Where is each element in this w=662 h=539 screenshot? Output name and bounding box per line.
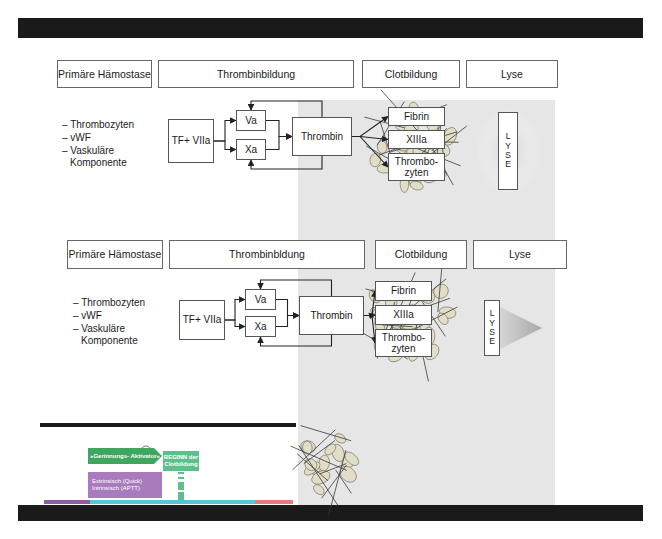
list-item: – Thrombozyten (73, 297, 169, 309)
flow-arrow (364, 291, 375, 316)
node-text: Thrombinbildung (217, 68, 295, 80)
timeline-purple (44, 500, 90, 504)
flow-arrow (364, 314, 375, 316)
node-text: Va (255, 294, 267, 306)
node-text: Extrinsisch (Quick) (92, 478, 142, 485)
timeline-cyan (90, 500, 255, 504)
flow-arrow (225, 300, 245, 321)
node-text: Thrombinbldung (229, 248, 305, 260)
node-text: Va (245, 115, 257, 127)
flow-arrow (214, 121, 236, 142)
list-item: – Vaskuläre Komponente (73, 323, 169, 346)
process-box: TF+ VIIa (168, 119, 214, 163)
node-text: XIIIa (406, 134, 427, 146)
list-item: – vWF (62, 132, 158, 144)
node-text: LYSE (488, 309, 497, 346)
node-text: Clotbildung (385, 68, 438, 80)
node-text: Fibrin (404, 111, 429, 123)
node-text: Xa (245, 144, 257, 156)
clot-illustration (291, 90, 467, 516)
process-box: Va (236, 110, 266, 131)
flow-arrow (276, 300, 299, 316)
process-box: Thrombin (292, 117, 352, 156)
node-text: Xa (254, 321, 266, 333)
flow-arrow (352, 137, 388, 168)
node-text: XIIIa (393, 309, 414, 321)
process-box: Xa (245, 316, 276, 337)
process-box: Fibrin (375, 281, 432, 301)
flow-arrow (225, 320, 245, 327)
node-text: Thrombin (310, 310, 352, 322)
node-text: Lyse (509, 248, 531, 260)
node-text: Clotbildung (395, 248, 448, 260)
process-box: XIIIa (375, 305, 432, 325)
start-box: BEGINN der Clotbildung (163, 451, 199, 471)
top-bar (18, 18, 643, 38)
timeline-pink (255, 500, 293, 504)
process-box: TF+ VIIa (179, 300, 225, 340)
phase-header: Clotbildung (375, 240, 467, 269)
flow-arrow (266, 121, 292, 137)
lysis-glow (476, 108, 542, 194)
flow-arrow (352, 117, 388, 137)
phase-header: Lyse (466, 60, 558, 88)
list-item: – vWF (73, 310, 169, 322)
flow-arrow (276, 316, 299, 327)
node-text: Intrinsisch (APTT) (92, 485, 140, 492)
phase-header: Primäre Hämostase (57, 60, 152, 88)
process-box: Thrombo- zyten (388, 153, 445, 181)
list-item: – Vaskuläre Komponente (62, 145, 158, 168)
flow-arrow (352, 137, 388, 140)
node-text: »Gerinnungs- Aktivator« (90, 453, 160, 460)
grey-panel (298, 100, 555, 505)
phase-header: Thrombinbldung (169, 240, 365, 269)
phase-header: Clotbildung (362, 60, 460, 88)
activator-tag: »Gerinnungs- Aktivator« (88, 448, 162, 464)
flow-arrow (364, 316, 375, 344)
process-box: Thrombin (299, 296, 364, 335)
start-marker (178, 472, 184, 500)
list-item: – Thrombozyten (62, 119, 158, 131)
lysis-wedge (482, 298, 542, 358)
process-box: Va (245, 289, 276, 310)
node-text: Primäre Hämostase (69, 248, 162, 260)
node-text: LYSE (504, 132, 513, 169)
node-text: Thrombin (301, 131, 343, 143)
lysis-box: LYSE (484, 300, 500, 356)
flow-arrow (266, 137, 292, 150)
divider-line (40, 423, 296, 427)
flow-arrow (214, 141, 236, 150)
process-box: XIIIa (388, 130, 445, 149)
node-text: BEGINN der Clotbildung (163, 454, 199, 468)
node-text: Lyse (501, 68, 523, 80)
phase-header: Thrombinbildung (158, 60, 354, 88)
phase-header: Lyse (473, 240, 567, 269)
node-text: Thrombo- zyten (389, 156, 444, 179)
node-text: Fibrin (391, 285, 416, 297)
lysis-box: LYSE (498, 112, 518, 190)
node-text: Primäre Hämostase (58, 68, 151, 80)
process-box: Fibrin (388, 107, 445, 126)
node-text: Thrombo- zyten (376, 332, 431, 355)
node-text: TF+ VIIa (183, 314, 222, 326)
node-text: TF+ VIIa (172, 135, 211, 147)
process-box: Thrombo- zyten (375, 329, 432, 357)
test-box: Extrinsisch (Quick)Intrinsisch (APTT) (88, 472, 162, 498)
process-box: Xa (236, 139, 266, 160)
phase-header: Primäre Hämostase (67, 240, 163, 269)
